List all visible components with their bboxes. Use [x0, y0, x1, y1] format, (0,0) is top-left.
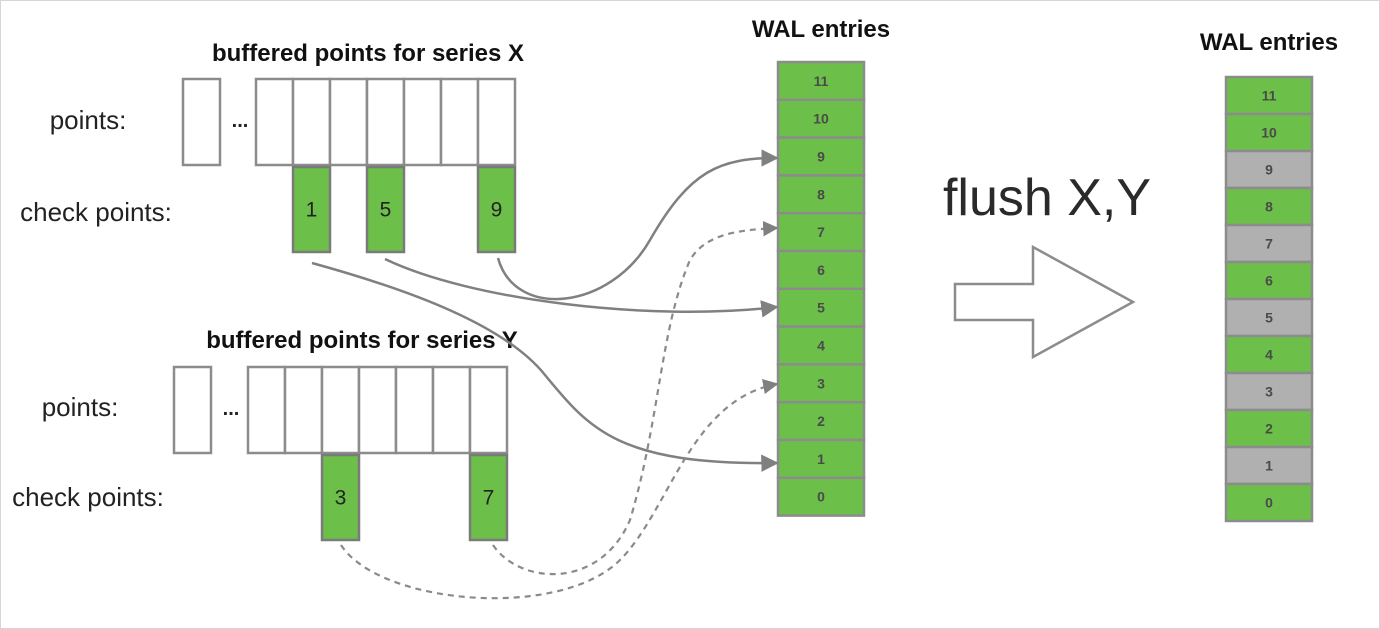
wal-entry-label: 2 — [817, 413, 825, 429]
checkpoint-box — [468, 453, 509, 542]
series-y-points-label: points: — [42, 392, 119, 422]
flush-label: flush X,Y — [943, 169, 1151, 227]
wal-entry-active — [1224, 112, 1314, 153]
wal-entry-label: 11 — [814, 73, 829, 89]
wal-entry-label: 11 — [1262, 88, 1277, 104]
series-x-ellipsis: ... — [232, 110, 249, 132]
point-cell — [254, 77, 295, 167]
point-cell — [357, 365, 398, 455]
flush-group: flush X,Y — [943, 169, 1151, 360]
wal-entry-label: 7 — [817, 224, 825, 240]
checkpoint-label: 3 — [335, 487, 347, 510]
wal-entry-label: 1 — [817, 451, 825, 467]
wal-entry-active — [1224, 260, 1314, 301]
point-cell — [402, 77, 443, 167]
wal-entry-label: 8 — [1265, 199, 1273, 215]
series-x-group: buffered points for series X points: che… — [20, 40, 524, 254]
arrow-y-cp3-to-wal3 — [340, 378, 779, 600]
wal-entry-label: 3 — [1265, 384, 1273, 400]
wal-entry-label: 2 — [1265, 421, 1273, 437]
wal-entry-active — [1224, 186, 1314, 227]
series-x-checkpoints: 1 5 9 — [291, 165, 517, 254]
arrow-y-cp7-to-wal7 — [492, 220, 779, 576]
point-cell — [431, 365, 472, 455]
point-cell — [439, 77, 480, 167]
point-cell — [394, 365, 435, 455]
wal-entry-active — [776, 174, 866, 215]
wal-entry-label: 10 — [813, 111, 829, 127]
point-cell — [291, 77, 332, 167]
series-y-group: buffered points for series Y points: che… — [12, 327, 518, 542]
checkpoint-label: 7 — [483, 487, 495, 510]
wal-entry-label: 5 — [1265, 310, 1273, 326]
point-cell — [283, 365, 324, 455]
wal-entry-label: 7 — [1265, 236, 1273, 252]
wal-entry-active — [776, 438, 866, 480]
series-y-point-cells — [246, 365, 509, 455]
arrow-x-cp1-to-wal1 — [311, 261, 779, 472]
point-cell — [365, 77, 406, 167]
wal-entry-label: 8 — [817, 186, 825, 202]
checkpoint-label: 1 — [306, 199, 318, 222]
wal-entry-label: 9 — [1265, 162, 1273, 178]
wal-entry-label: 9 — [817, 149, 825, 165]
wal-entry-label: 5 — [817, 300, 825, 316]
series-x-title: buffered points for series X — [212, 40, 524, 67]
checkpoint-label: 9 — [491, 199, 503, 222]
wal-entry-label: 6 — [1265, 273, 1273, 289]
arrow-x-cp9-to-wal9 — [496, 149, 779, 301]
wal-entry-label: 3 — [817, 375, 825, 391]
point-cell — [172, 365, 213, 455]
right-arrow-icon — [953, 244, 1136, 360]
checkpoint-box — [476, 165, 517, 254]
wal-entry-label: 10 — [1261, 125, 1277, 141]
point-cell — [476, 77, 517, 167]
wal-entry-flushed — [1224, 371, 1314, 412]
wal-entry-label: 0 — [817, 489, 825, 505]
wal-entry-label: 4 — [817, 338, 825, 354]
point-cell — [246, 365, 287, 455]
point-cell — [468, 365, 509, 455]
wal-after-title: WAL entries — [1200, 29, 1338, 56]
wal-entry-label: 0 — [1265, 495, 1273, 511]
wal-entry-active — [776, 363, 866, 404]
checkpoint-box — [320, 453, 361, 542]
checkpoint-arrows — [311, 149, 779, 600]
wal-entry-label: 1 — [1265, 458, 1273, 474]
series-y-ellipsis: ... — [223, 398, 240, 420]
series-y-checkpoints-label: check points: — [12, 482, 164, 512]
wal-entry-active — [1224, 334, 1314, 375]
series-x-point-cells — [254, 77, 517, 167]
arrow-x-cp5-to-wal5 — [384, 257, 779, 318]
series-x-checkpoints-label: check points: — [20, 197, 172, 227]
checkpoint-box — [365, 165, 406, 254]
wal-entry-active — [776, 98, 866, 139]
point-cell — [320, 365, 361, 455]
wal-entry-label: 6 — [817, 262, 825, 278]
point-cell — [181, 77, 222, 167]
wal-entry-active — [776, 249, 866, 291]
wal-entry-label: 4 — [1265, 347, 1273, 363]
checkpoint-label: 5 — [380, 199, 392, 222]
point-cell — [328, 77, 369, 167]
wal-before-title: WAL entries — [752, 16, 890, 43]
wal-entry-active — [776, 476, 866, 517]
checkpoint-box — [291, 165, 332, 254]
wal-entry-active — [776, 60, 866, 102]
series-y-title: buffered points for series Y — [206, 327, 518, 354]
wal-entry-flushed — [1224, 223, 1314, 264]
wal-entry-active — [1224, 482, 1314, 523]
series-x-points-label: points: — [50, 105, 127, 135]
